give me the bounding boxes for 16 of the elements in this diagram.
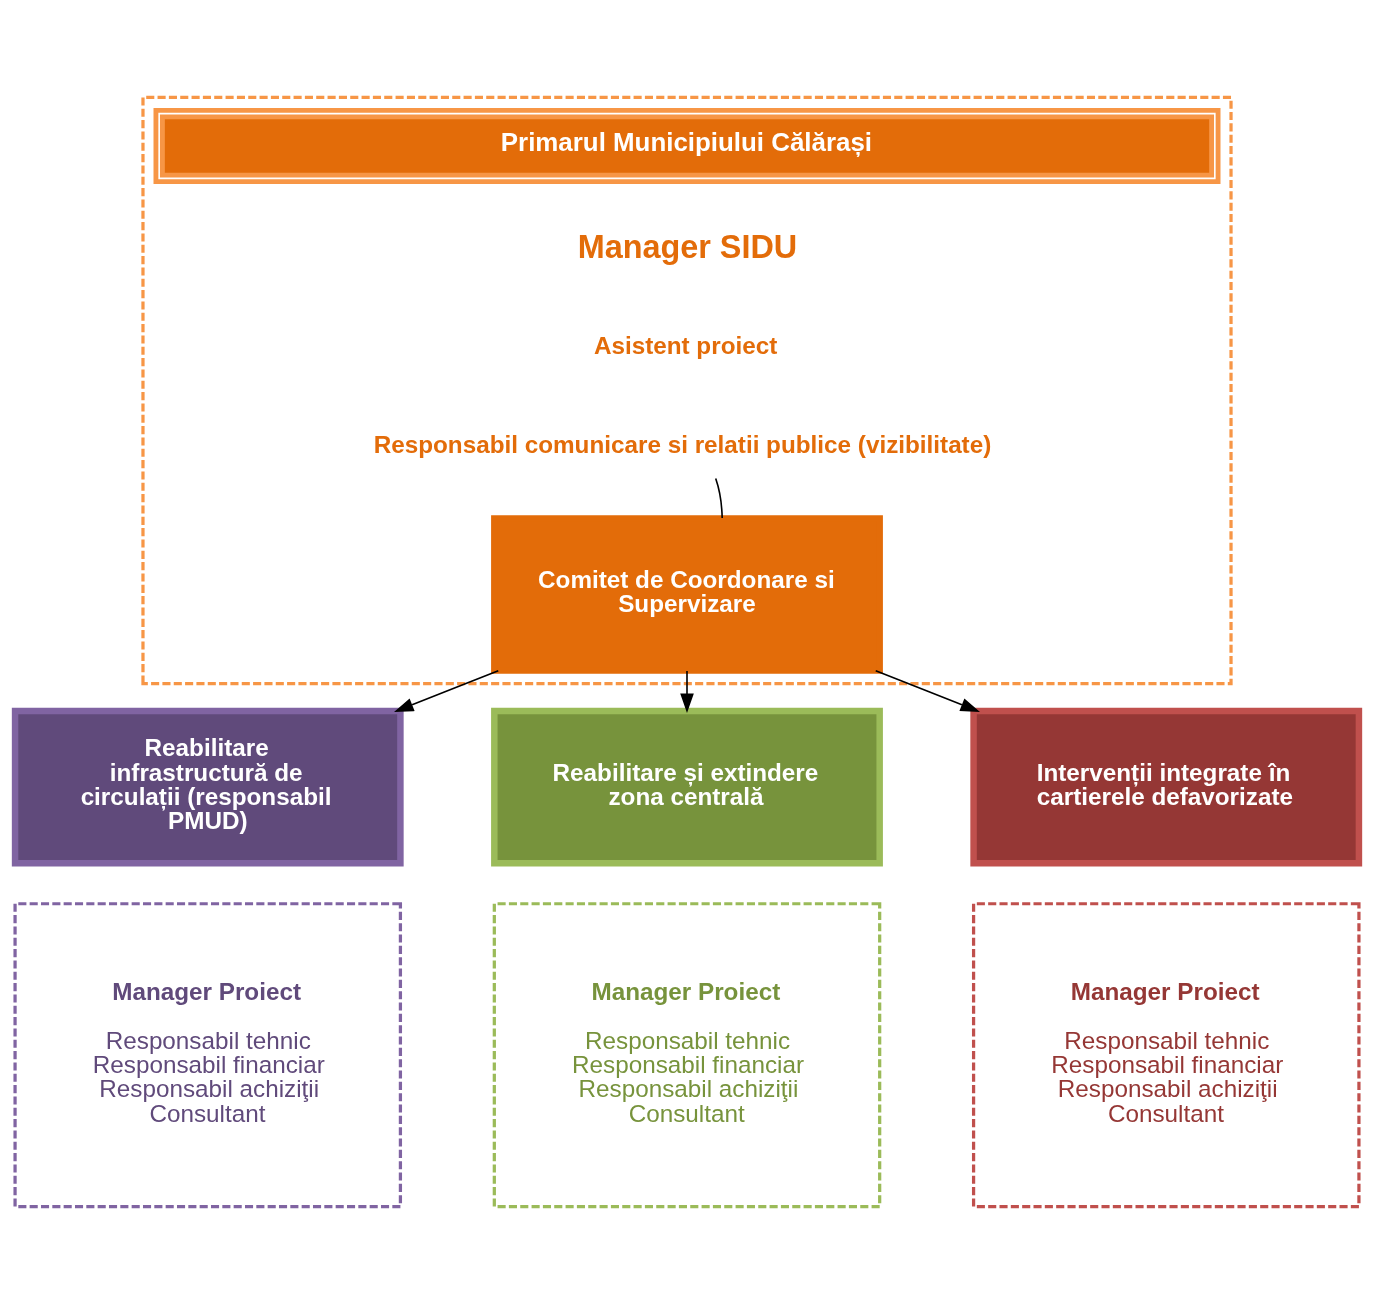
node-box: Comitet de Coordonare si Supervizare xyxy=(491,514,883,674)
node-box: Reabilitare și extindere zona centrală xyxy=(491,707,883,866)
node-box: Reabilitare infrastructură de circulații (responsabil PMUD) xyxy=(11,707,404,866)
label: Manager SIDU xyxy=(577,228,798,265)
node-box: Manager Proiect Responsabil tehnic Responsabil financiar Responsabil achiziţii Consultant xyxy=(13,901,403,1208)
node-box: Intervenții integrate în cartierele defavorizate xyxy=(970,707,1363,866)
node-box: Manager Proiect Responsabil tehnic Responsabil financiar Responsabil achiziţii Consultant xyxy=(492,901,882,1208)
arrow xyxy=(874,669,980,712)
connector xyxy=(714,477,723,519)
node-text: Responsabil comunicare si relatii publice (vizibilitate) xyxy=(373,430,992,458)
node-box: Primarul Municipiului Călărași xyxy=(153,107,1221,184)
node-box: Manager Proiect Responsabil tehnic Responsabil financiar Responsabil achiziţii Consultant xyxy=(971,901,1361,1208)
arrow xyxy=(394,669,500,712)
cluster xyxy=(141,95,1233,685)
label: Asistent proiect xyxy=(593,331,778,359)
arrow xyxy=(680,669,694,713)
